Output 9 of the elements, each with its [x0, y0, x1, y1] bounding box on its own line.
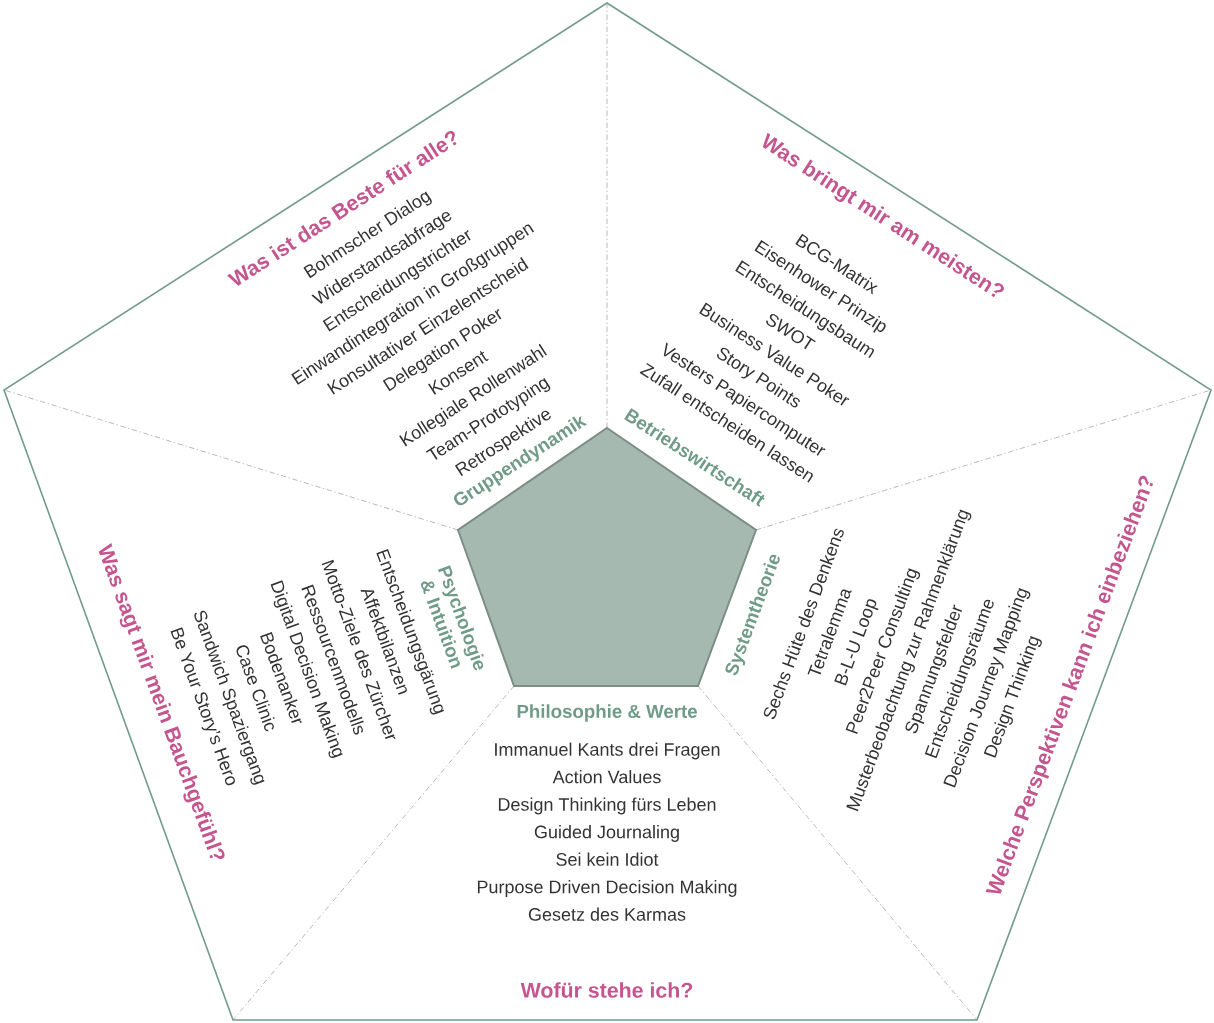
category-label: Philosophie & Werte	[517, 704, 697, 722]
method-item: Purpose Driven Decision Making	[477, 880, 737, 897]
method-item: Guided Journaling	[534, 825, 679, 842]
method-item: Immanuel Kants drei Fragen	[495, 742, 720, 760]
method-item: Design Thinking fürs Leben	[498, 797, 716, 815]
method-item: Gesetz des Karmas	[528, 907, 686, 921]
question-heading: Wofür stehe ich?	[520, 982, 693, 998]
method-item: Sei kein Idiot	[556, 852, 659, 866]
method-item: Action Values	[552, 770, 661, 784]
